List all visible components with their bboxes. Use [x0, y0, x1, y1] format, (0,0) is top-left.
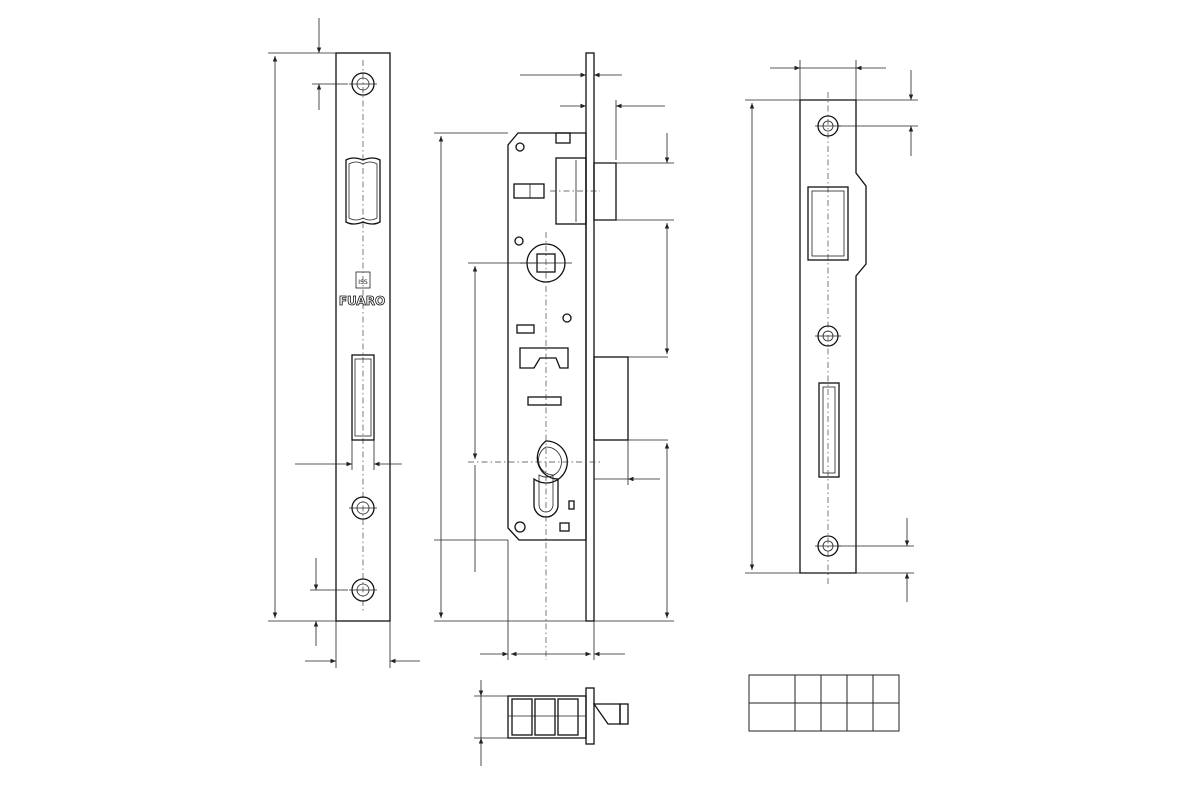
deadbolt — [593, 356, 629, 441]
latch-bolt — [513, 132, 617, 225]
spec-table — [748, 674, 900, 732]
faceplate-front-view: ISS FUARO — [268, 18, 420, 668]
screw-hole-middle — [349, 496, 377, 520]
strike-dimensions — [745, 60, 918, 602]
deadbolt-opening — [351, 354, 375, 441]
body-hole — [514, 236, 524, 246]
logo-glyph: ISS — [358, 279, 368, 286]
spec-table-cell — [820, 702, 848, 732]
bottom-view — [474, 680, 629, 766]
spec-table-cell — [748, 702, 796, 732]
lock-body-side-view — [434, 52, 674, 660]
body-hole — [515, 142, 525, 152]
body-slot — [516, 324, 535, 334]
latch-opening — [345, 157, 381, 225]
spec-table-cell — [846, 674, 874, 704]
spec-table-cell — [794, 702, 822, 732]
cylinder-cutout — [533, 440, 568, 518]
body-hole — [514, 521, 526, 533]
body-slot — [527, 396, 562, 406]
spec-table-cell — [794, 674, 822, 704]
screw-hole-bottom — [349, 578, 377, 602]
faceplate-dimensions — [268, 18, 420, 668]
spec-table-cell — [872, 702, 900, 732]
spec-table-cell — [872, 674, 900, 704]
logo: ISS — [355, 271, 371, 289]
deadbolt-cam — [519, 347, 569, 369]
spec-table-cell — [820, 674, 848, 704]
strike-plate-view — [745, 60, 918, 602]
lock-case — [507, 132, 587, 541]
faceplate-outline — [335, 52, 391, 622]
spec-table-cell — [846, 702, 874, 732]
strike-latch-opening — [807, 186, 849, 261]
body-faceplate-side — [585, 52, 595, 622]
body-hole — [562, 313, 572, 323]
screw-hole-top — [349, 72, 377, 96]
spec-table-cell — [748, 674, 796, 704]
brand-text: FUARO — [339, 294, 385, 308]
strike-screw-middle — [815, 325, 841, 347]
strike-deadbolt-opening — [818, 382, 840, 478]
body-dimensions — [434, 72, 674, 660]
strike-plate-outline — [799, 99, 867, 574]
